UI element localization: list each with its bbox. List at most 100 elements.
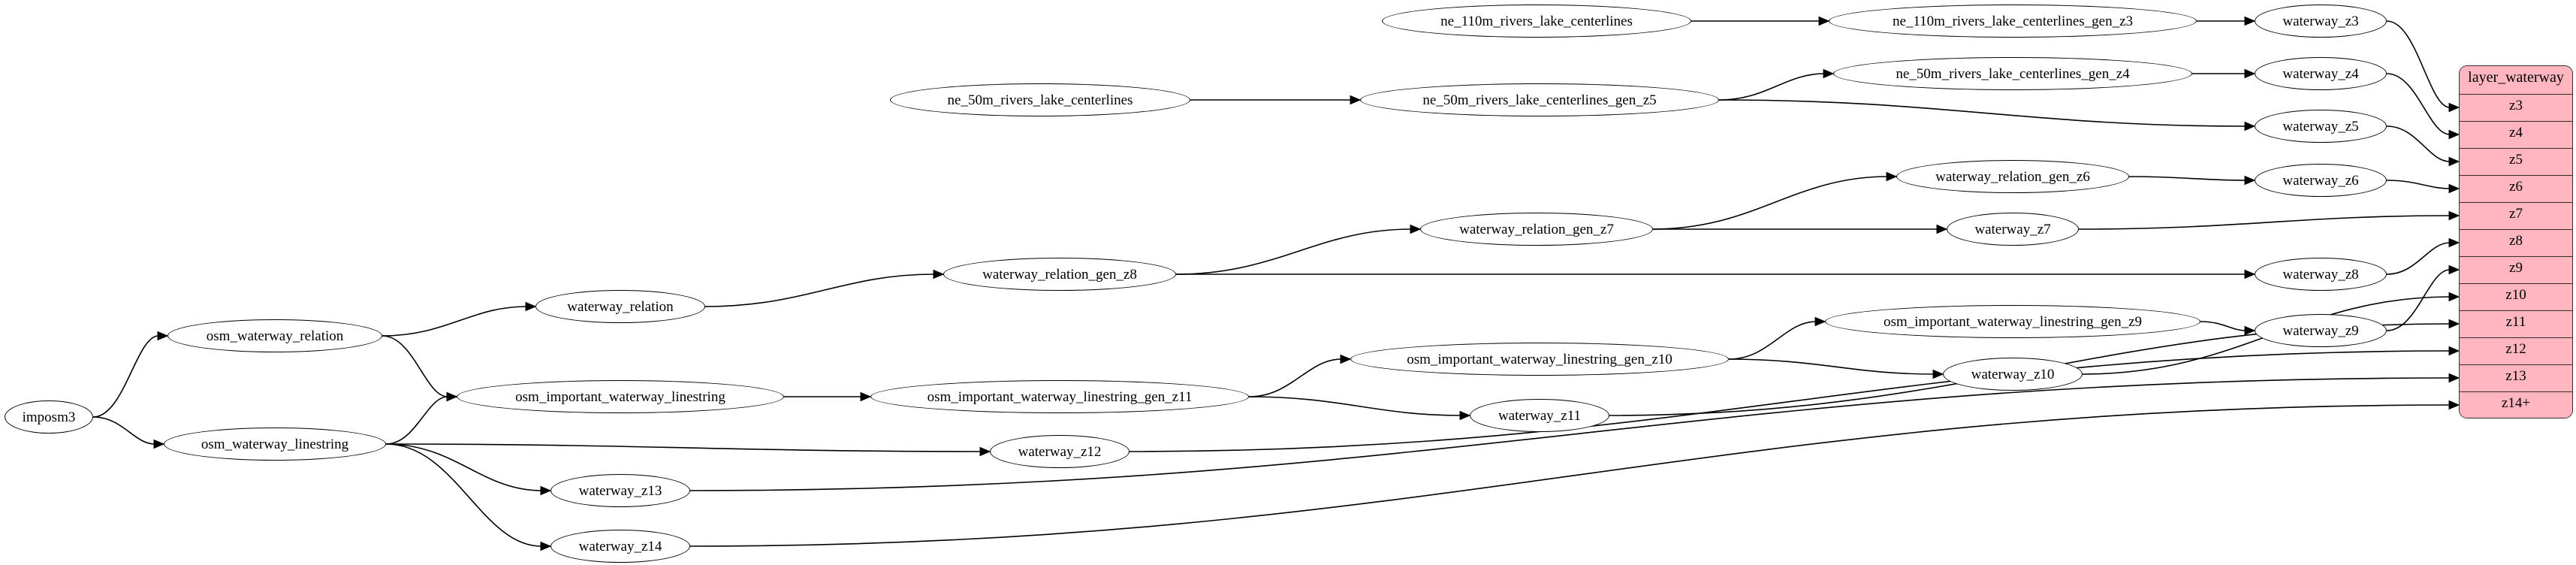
graph-edge-arrowhead <box>860 391 872 402</box>
graph-edge-arrowhead <box>1886 171 1898 182</box>
graph-node-label: waterway_relation_gen_z8 <box>982 266 1137 282</box>
graph-edge <box>385 443 542 547</box>
graph-node-osm_waterway_linestring[interactable]: osm_waterway_linestring <box>164 428 386 461</box>
record-row-z4[interactable]: z4 <box>2460 122 2572 149</box>
graph-node-ne_50m_rivers_lake_centerlines_gen_z4[interactable]: ne_50m_rivers_lake_centerlines_gen_z4 <box>1833 57 2192 90</box>
graph-node-waterway_z9[interactable]: waterway_z9 <box>2255 314 2387 347</box>
graph-node-osm_important_waterway_linestring_gen_z9[interactable]: osm_important_waterway_linestring_gen_z9 <box>1825 305 2200 338</box>
graph-node-label: ne_50m_rivers_lake_centerlines_gen_z4 <box>1896 65 2130 82</box>
graph-node-waterway_relation_gen_z7[interactable]: waterway_relation_gen_z7 <box>1420 213 1653 246</box>
graph-node-waterway_z5[interactable]: waterway_z5 <box>2255 110 2387 143</box>
graph-node-waterway_z7[interactable]: waterway_z7 <box>1947 213 2079 246</box>
record-row-z13[interactable]: z13 <box>2460 365 2572 392</box>
graph-node-waterway_z8[interactable]: waterway_z8 <box>2255 258 2387 291</box>
graph-node-waterway_z12[interactable]: waterway_z12 <box>990 435 1130 468</box>
graph-edge <box>1718 73 1825 101</box>
graph-node-label: waterway_z6 <box>2282 172 2359 189</box>
graph-edge <box>385 396 448 445</box>
graph-edge-arrowhead <box>979 446 991 457</box>
graph-edge <box>2200 321 2246 331</box>
graph-node-label: osm_important_waterway_linestring_gen_z9 <box>1883 313 2143 330</box>
graph-node-ne_50m_rivers_lake_centerlines[interactable]: ne_50m_rivers_lake_centerlines <box>890 83 1190 116</box>
graph-edge <box>92 335 159 418</box>
graph-edge-arrowhead <box>2448 319 2460 329</box>
graph-node-waterway_relation_gen_z8[interactable]: waterway_relation_gen_z8 <box>943 258 1176 291</box>
record-row-z8[interactable]: z8 <box>2460 230 2572 257</box>
graph-node-label: waterway_z10 <box>1971 366 2055 382</box>
graph-edge-arrowhead <box>2448 210 2460 221</box>
graph-node-label: osm_important_waterway_linestring_gen_z1… <box>927 388 1193 405</box>
graph-node-imposm3[interactable]: imposm3 <box>5 400 93 434</box>
graph-node-waterway_relation[interactable]: waterway_relation <box>535 290 705 323</box>
graph-node-waterway_z4[interactable]: waterway_z4 <box>2255 57 2387 90</box>
graph-node-waterway_z3[interactable]: waterway_z3 <box>2255 5 2387 38</box>
graph-edge-arrowhead <box>2244 16 2256 26</box>
graph-edge <box>1129 350 2451 452</box>
graph-edge <box>2128 176 2246 181</box>
graph-edge-arrowhead <box>2448 346 2460 356</box>
graph-edge-arrowhead <box>2244 325 2256 336</box>
graph-node-label: osm_important_waterway_linestring_gen_z1… <box>1407 351 1673 367</box>
graph-node-label: waterway_relation <box>567 298 674 315</box>
graph-node-ne_110m_rivers_lake_centerlines_gen_z3[interactable]: ne_110m_rivers_lake_centerlines_gen_z3 <box>1829 5 2197 38</box>
graph-node-label: osm_important_waterway_linestring <box>515 388 725 405</box>
record-row-z6[interactable]: z6 <box>2460 176 2572 203</box>
graph-edge-arrowhead <box>2448 183 2460 194</box>
graph-edge-arrowhead <box>2448 373 2460 383</box>
graph-edge <box>1248 358 1342 397</box>
graph-edge <box>1718 99 2246 127</box>
graph-node-osm_important_waterway_linestring_gen_z11[interactable]: osm_important_waterway_linestring_gen_z1… <box>870 380 1249 413</box>
graph-node-label: waterway_z13 <box>578 482 662 499</box>
graph-edge <box>2386 73 2451 135</box>
graph-edge <box>2078 215 2451 230</box>
graph-edge-arrowhead <box>540 485 552 496</box>
graph-edge-arrowhead <box>1814 316 1826 327</box>
graph-node-osm_important_waterway_linestring[interactable]: osm_important_waterway_linestring <box>457 380 784 413</box>
graph-node-label: osm_waterway_linestring <box>201 436 349 452</box>
graph-node-waterway_z13[interactable]: waterway_z13 <box>550 474 690 507</box>
graph-edge-arrowhead <box>2448 237 2460 248</box>
graph-edge <box>1652 176 1888 230</box>
graph-edge-arrowhead <box>2244 269 2256 279</box>
graph-node-label: ne_50m_rivers_lake_centerlines <box>947 92 1133 108</box>
graph-edge-arrowhead <box>153 439 165 449</box>
record-row-z3[interactable]: z3 <box>2460 95 2572 122</box>
graph-edge <box>704 273 935 307</box>
graph-node-label: waterway_z11 <box>1498 407 1582 424</box>
record-row-z11[interactable]: z11 <box>2460 311 2572 338</box>
graph-edge-arrowhead <box>1936 224 1948 234</box>
graph-node-osm_important_waterway_linestring_gen_z10[interactable]: osm_important_waterway_linestring_gen_z1… <box>1350 343 1729 376</box>
graph-edge-arrowhead <box>157 331 169 341</box>
graph-edge <box>1248 396 1461 416</box>
graph-node-ne_50m_rivers_lake_centerlines_gen_z5[interactable]: ne_50m_rivers_lake_centerlines_gen_z5 <box>1360 83 1719 116</box>
graph-edge-arrowhead <box>1823 68 1835 79</box>
graph-node-waterway_z6[interactable]: waterway_z6 <box>2255 164 2387 197</box>
graph-node-waterway_z10[interactable]: waterway_z10 <box>1943 358 2083 391</box>
graph-edge-arrowhead <box>446 391 458 402</box>
graph-edge <box>2386 20 2451 108</box>
graph-edge <box>2386 242 2451 275</box>
graph-node-waterway_z11[interactable]: waterway_z11 <box>1470 399 1609 432</box>
graph-edge-arrowhead <box>540 541 552 551</box>
graph-edge <box>382 335 448 397</box>
record-row-z5[interactable]: z5 <box>2460 149 2572 176</box>
record-row-z10[interactable]: z10 <box>2460 284 2572 311</box>
graph-node-ne_110m_rivers_lake_centerlines[interactable]: ne_110m_rivers_lake_centerlines <box>1382 5 1691 38</box>
graph-edge-arrowhead <box>2448 129 2460 140</box>
graph-node-label: waterway_z12 <box>1018 443 1102 460</box>
graph-node-label: ne_50m_rivers_lake_centerlines_gen_z5 <box>1422 92 1657 108</box>
record-row-z7[interactable]: z7 <box>2460 203 2572 230</box>
graph-node-waterway_relation_gen_z6[interactable]: waterway_relation_gen_z6 <box>1896 160 2129 193</box>
graph-edge <box>382 306 527 337</box>
graph-edge-arrowhead <box>525 301 537 312</box>
graph-node-osm_waterway_relation[interactable]: osm_waterway_relation <box>167 319 382 352</box>
graph-edge-arrowhead <box>2244 68 2256 79</box>
record-row-z9[interactable]: z9 <box>2460 257 2572 284</box>
graph-edge-arrowhead <box>1410 224 1422 234</box>
record-row-z12[interactable]: z12 <box>2460 338 2572 365</box>
graph-edge <box>2386 180 2451 189</box>
record-row-z14+[interactable]: z14+ <box>2460 392 2572 418</box>
graph-edge <box>2386 125 2451 162</box>
graph-node-waterway_z14[interactable]: waterway_z14 <box>550 530 690 563</box>
